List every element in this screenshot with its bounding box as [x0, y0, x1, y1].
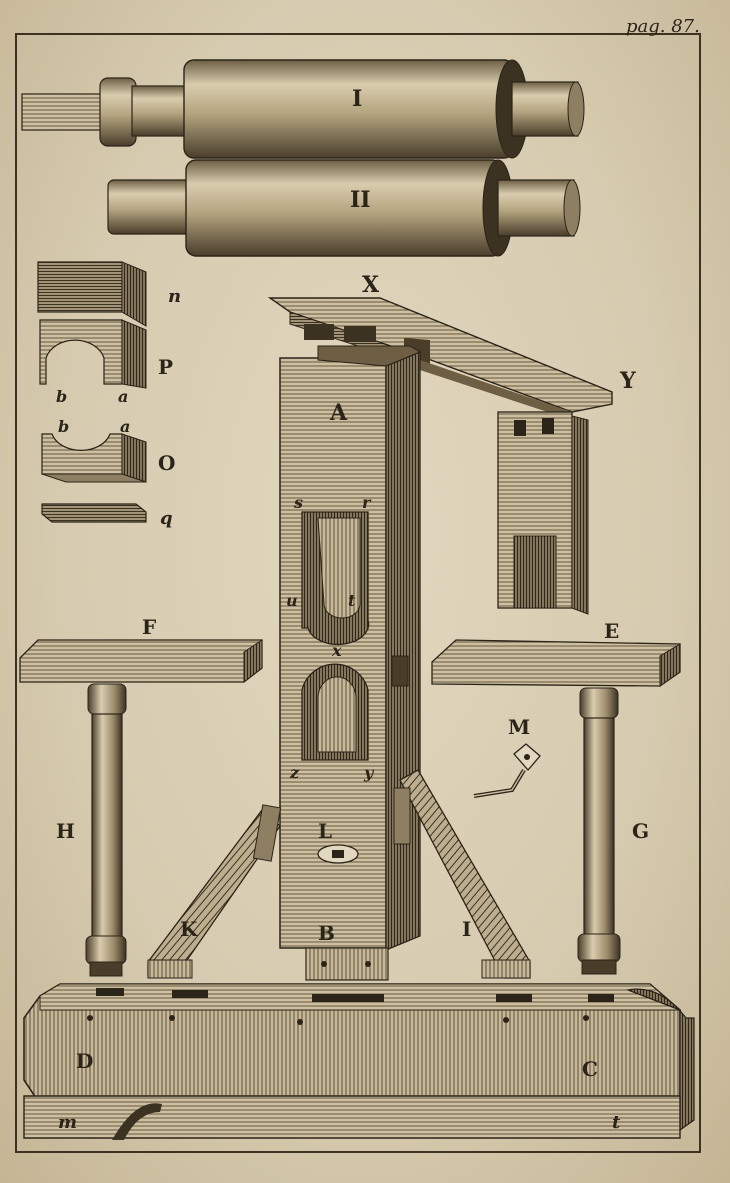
label-roller-upper: I [352, 86, 362, 112]
label-bearing-o-a: a [120, 417, 130, 436]
crank-m [473, 743, 541, 798]
column-h [85, 683, 127, 977]
page-number: pag. 87. [626, 16, 700, 37]
arm-y-block [497, 411, 589, 615]
label-base-m: m [58, 1112, 77, 1133]
label-lock-l: L [318, 819, 332, 843]
label-roller-lower: II [350, 187, 371, 213]
label-window-y: y [363, 763, 375, 782]
label-crank-m: M [508, 715, 530, 739]
label-plate-e: E [604, 619, 619, 643]
label-bearing-o: O [158, 451, 175, 475]
plate-f [19, 639, 263, 684]
label-cap-x: X [362, 272, 380, 298]
plate-border [15, 33, 701, 1153]
shim-q [41, 503, 147, 523]
upper-roller [21, 59, 585, 159]
label-column-g: G [632, 819, 649, 843]
bearing-p [39, 319, 147, 389]
central-post [279, 345, 422, 981]
label-post-b: B [318, 921, 335, 945]
label-bearing-p-a: a [118, 387, 128, 406]
label-window-t: t [348, 591, 356, 610]
label-bearing-p: P [158, 355, 173, 379]
label-arm-y: Y [619, 368, 636, 394]
label-bearing-p-b: b [56, 387, 67, 406]
label-brace-k: K [180, 917, 198, 941]
label-base-c: C [582, 1057, 598, 1081]
column-g [577, 687, 621, 975]
block-n [37, 261, 147, 327]
label-bearing-o-b: b [58, 417, 69, 436]
label-base-t: t [612, 1112, 621, 1133]
label-window-u: u [286, 591, 298, 610]
plate-e [431, 639, 681, 687]
label-plate-f: F [142, 615, 156, 639]
label-window-z: z [289, 763, 300, 782]
label-window-x: x [331, 641, 342, 660]
label-shim-q: q [160, 508, 173, 529]
bearing-o [41, 433, 147, 483]
label-post-a: A [329, 400, 348, 426]
brace-right [393, 769, 531, 979]
base-beam [23, 983, 695, 1140]
label-base-d: D [76, 1049, 93, 1073]
label-window-s: s [293, 493, 303, 512]
lower-roller [107, 159, 581, 257]
brace-left [147, 804, 282, 979]
label-brace-i: I [462, 917, 471, 941]
label-block-n: n [168, 286, 181, 307]
label-window-r: r [362, 493, 372, 512]
label-column-h: H [56, 819, 75, 843]
